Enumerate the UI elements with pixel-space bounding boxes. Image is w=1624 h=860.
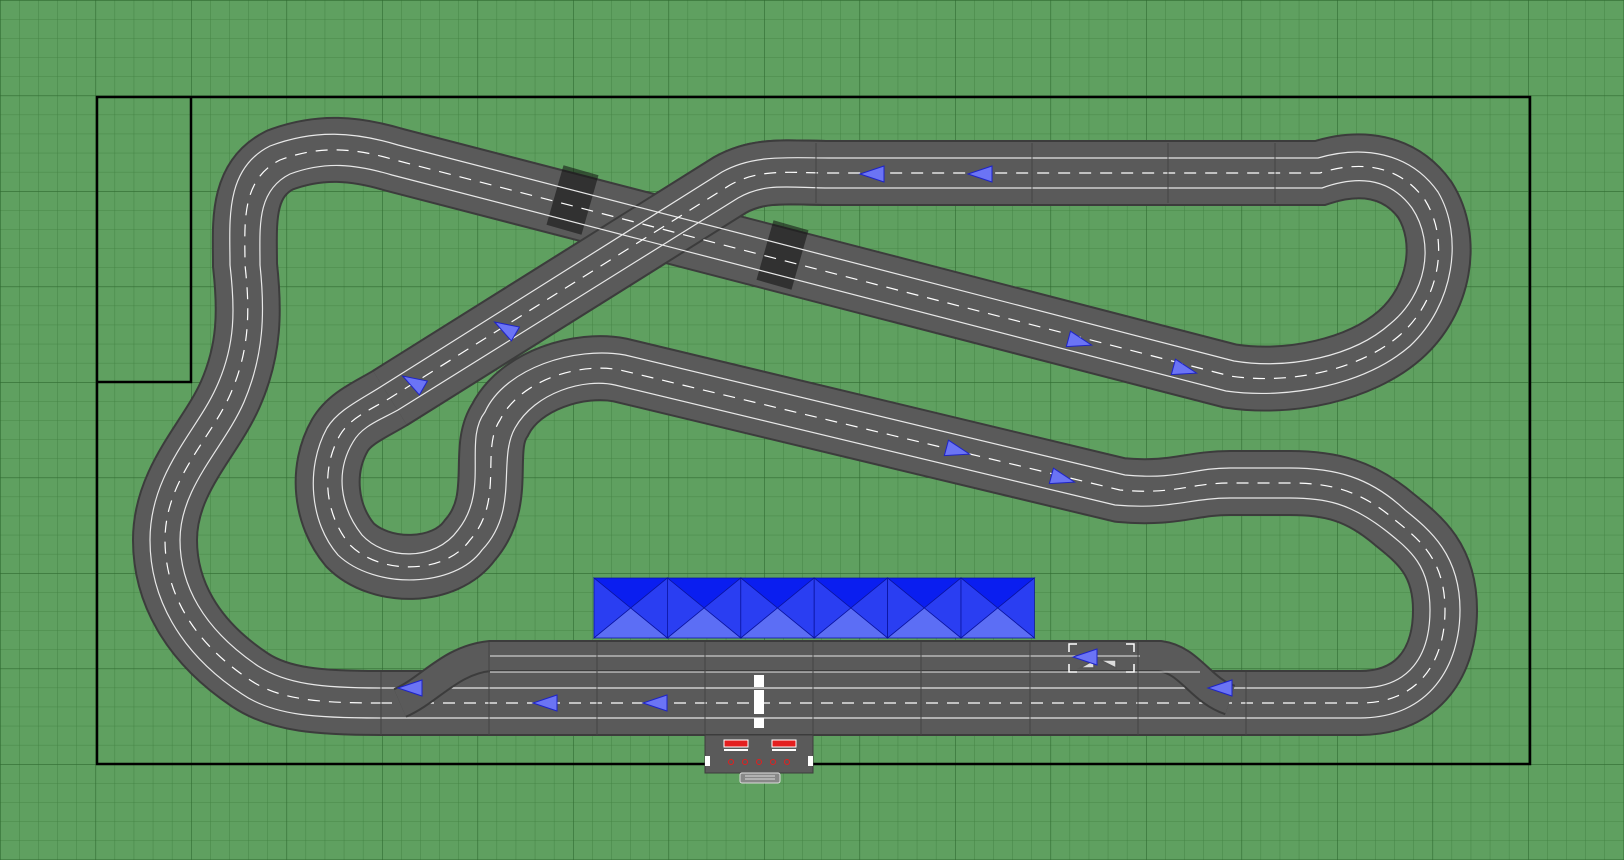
pit-box[interactable] xyxy=(704,734,814,784)
direction-arrow-icon xyxy=(641,694,668,712)
bridge-shadow-2 xyxy=(756,220,809,290)
pit-lane[interactable] xyxy=(392,640,1237,718)
direction-arrows xyxy=(396,165,1233,712)
segment-lines xyxy=(380,143,1276,735)
direction-arrow-icon xyxy=(401,375,429,396)
direction-arrow-icon xyxy=(1065,330,1094,348)
grandstand-section xyxy=(886,577,963,639)
direction-arrow-icon xyxy=(858,165,885,183)
grandstand-section xyxy=(739,577,816,639)
grandstand[interactable] xyxy=(592,577,1036,639)
direction-arrow-icon xyxy=(1048,467,1077,485)
grandstand-section xyxy=(592,577,669,639)
bridge-shadow-1 xyxy=(546,165,599,235)
direction-arrow-icon xyxy=(493,321,521,342)
grandstand-section xyxy=(813,577,889,639)
direction-arrow-icon xyxy=(1071,648,1098,666)
direction-arrow-icon xyxy=(531,694,558,712)
direction-arrow-icon xyxy=(943,439,972,457)
grandstand-section xyxy=(959,577,1036,639)
lap-counter-icon xyxy=(723,739,749,748)
direction-arrow-icon xyxy=(966,165,993,183)
lane-markings xyxy=(149,133,1461,719)
controller-icon xyxy=(739,772,781,784)
direction-arrow-icon xyxy=(1170,358,1199,376)
grandstand-section xyxy=(666,577,742,639)
direction-arrow-icon xyxy=(1206,679,1233,697)
direction-arrow-icon xyxy=(396,679,423,697)
start-finish-line[interactable] xyxy=(754,675,764,728)
